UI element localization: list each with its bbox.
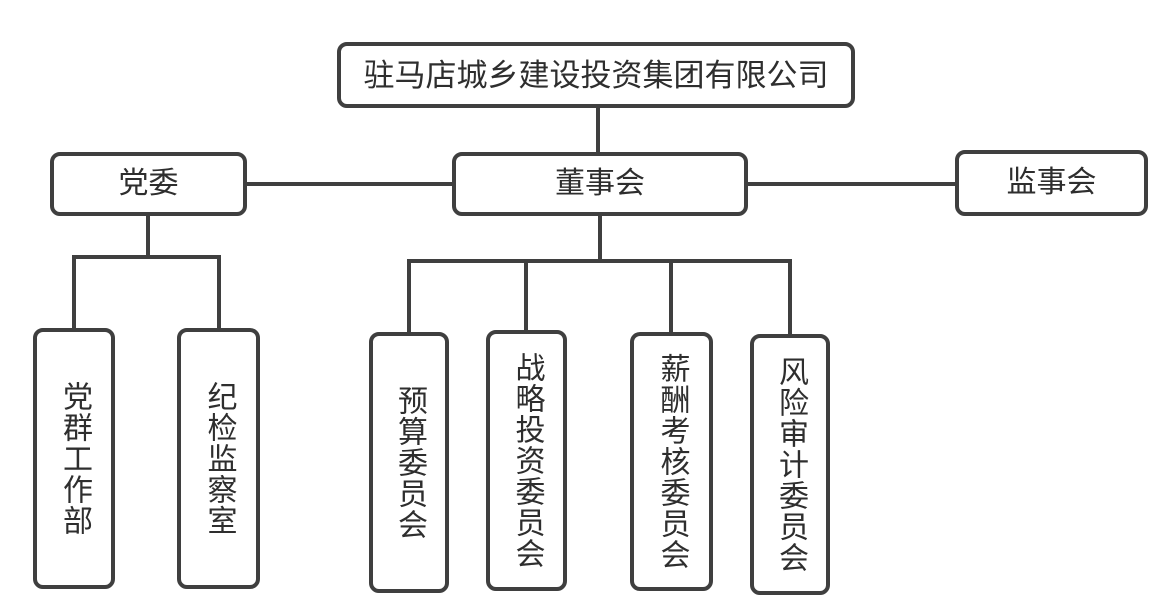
node-compensation-assessment-committee: 薪酬考核委员会 bbox=[630, 332, 713, 591]
edge-board-supervisory bbox=[746, 182, 957, 186]
node-board-of-directors: 董事会 bbox=[452, 152, 748, 216]
edge-board-party bbox=[245, 182, 454, 186]
node-strategic-investment-committee-label: 战略投资委员会 bbox=[510, 352, 544, 569]
node-company-label: 驻马店城乡建设投资集团有限公司 bbox=[363, 57, 829, 93]
edge-risk-drop bbox=[788, 259, 792, 334]
edge-board-distribution bbox=[407, 259, 792, 263]
edge-discipline-drop bbox=[217, 255, 221, 330]
node-compensation-assessment-committee-label: 薪酬考核委员会 bbox=[655, 353, 689, 570]
edge-compensation-drop bbox=[669, 259, 673, 332]
node-supervisory-board-label: 监事会 bbox=[1006, 166, 1097, 199]
node-supervisory-board: 监事会 bbox=[955, 150, 1148, 216]
node-discipline-inspection-office-label: 纪检监察室 bbox=[202, 381, 236, 536]
edge-party-distribution bbox=[72, 255, 221, 259]
edge-party-down bbox=[146, 216, 150, 257]
node-party-committee-label: 党委 bbox=[118, 167, 179, 200]
node-company: 驻马店城乡建设投资集团有限公司 bbox=[337, 42, 855, 108]
node-strategic-investment-committee: 战略投资委员会 bbox=[486, 330, 567, 591]
node-party-mass-work-dept-label: 党群工作部 bbox=[58, 381, 91, 536]
edge-board-down bbox=[598, 216, 602, 261]
node-party-committee: 党委 bbox=[50, 152, 247, 216]
edge-budget-drop bbox=[407, 259, 411, 332]
edge-company-board bbox=[596, 108, 600, 154]
node-budget-committee: 预算委员会 bbox=[369, 332, 449, 593]
edge-strategic-drop bbox=[524, 259, 528, 330]
node-risk-audit-committee-label: 风险审计委员会 bbox=[774, 356, 807, 573]
node-discipline-inspection-office: 纪检监察室 bbox=[177, 328, 260, 589]
node-board-of-directors-label: 董事会 bbox=[555, 167, 645, 200]
node-budget-committee-label: 预算委员会 bbox=[393, 385, 426, 540]
edge-party-mass-drop bbox=[72, 255, 76, 330]
node-risk-audit-committee: 风险审计委员会 bbox=[750, 334, 830, 595]
node-party-mass-work-dept: 党群工作部 bbox=[33, 328, 115, 589]
